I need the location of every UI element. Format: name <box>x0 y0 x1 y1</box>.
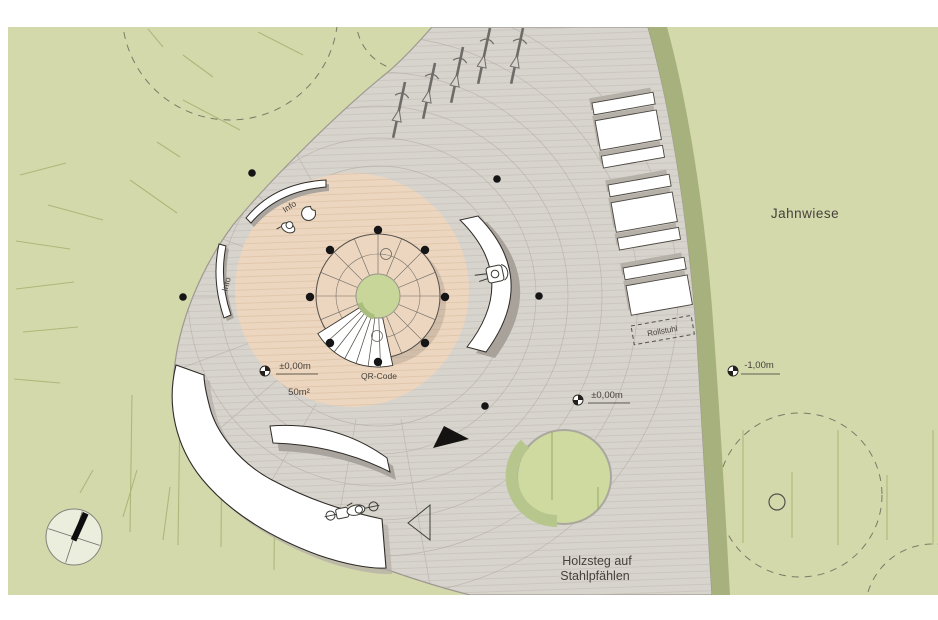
qr-code-label: QR-Code <box>361 371 397 381</box>
direction-arrow-outline <box>407 503 431 542</box>
level-marker-platform-label: ±0,00m <box>279 361 311 372</box>
tree-trunk-circle <box>768 493 786 511</box>
north-compass <box>45 508 103 566</box>
platform-area-label: 50m² <box>288 387 310 398</box>
deck-edge-embankment <box>648 27 730 595</box>
picnic-bench-group-2 <box>605 169 682 251</box>
info-wall-top <box>245 179 329 227</box>
level-marker-deck: ±0,00m <box>572 390 630 406</box>
deck-label-line1: Holzsteg auf <box>562 554 632 568</box>
bicycle-icon <box>391 81 410 139</box>
bicycle-icon <box>421 62 440 120</box>
bicycle-stands <box>391 27 528 139</box>
area-name-label: Jahnwiese <box>771 206 839 221</box>
picnic-bench-group-3 <box>620 252 693 316</box>
level-marker-platform: ±0,00m <box>259 361 318 377</box>
level-marker-meadow-label: -1,00m <box>744 360 774 371</box>
bicycle-icon <box>509 27 528 85</box>
direction-arrow-black <box>433 426 469 448</box>
bicycle-icon <box>449 46 468 104</box>
column-dots-outer <box>179 169 543 410</box>
access-ramp <box>171 364 392 575</box>
level-marker-meadow: -1,00m <box>727 360 780 377</box>
stair-core-tree <box>355 273 401 319</box>
person-figure-1 <box>276 221 296 234</box>
wheelchair-figure <box>474 264 509 284</box>
tree-opening <box>505 429 612 528</box>
compass-needle <box>70 512 89 542</box>
bicycle-icon <box>476 27 495 85</box>
level-marker-deck-label: ±0,00m <box>591 390 623 401</box>
picnic-bench-group-1 <box>589 87 666 169</box>
site-plan-svg: Rollstuhl <box>8 27 938 595</box>
info-wall-left <box>215 243 234 321</box>
curved-bench <box>269 424 396 480</box>
person-figure-2 <box>301 205 317 221</box>
spiral-stair <box>315 233 446 368</box>
deck-label-line2: Stahlpfählen <box>560 569 630 583</box>
ramp-wall-east <box>458 215 521 358</box>
cyclist-figure <box>324 501 380 521</box>
info-label-left: Info <box>219 276 232 293</box>
column-dots-ring <box>305 225 450 367</box>
